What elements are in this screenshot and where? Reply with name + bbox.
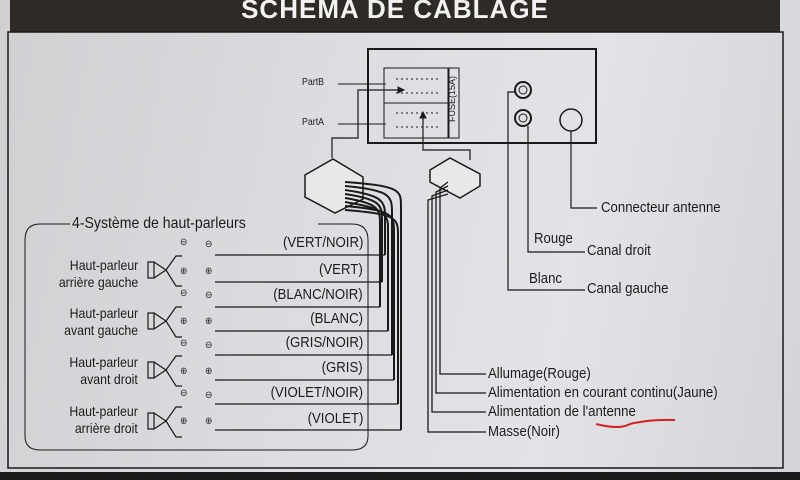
wire-label: (VERT) xyxy=(319,261,363,278)
neg-terminal-icon: ⊖ xyxy=(205,390,213,401)
power-plug xyxy=(429,157,481,199)
neg-terminal-icon: ⊖ xyxy=(180,237,188,248)
title-bar: SCHEMA DE CABLAGE xyxy=(10,0,780,32)
left-channel-label: Canal gauche xyxy=(587,280,669,297)
pos-terminal-icon: ⊕ xyxy=(205,266,213,277)
neg-terminal-icon: ⊖ xyxy=(180,338,188,349)
head-unit-box xyxy=(367,48,597,144)
pos-terminal-icon: ⊕ xyxy=(205,316,213,327)
right-channel-label: Canal droit xyxy=(587,242,651,259)
neg-terminal-icon: ⊖ xyxy=(180,388,188,399)
partb-label: PartB xyxy=(302,77,325,88)
wire-label: (GRIS) xyxy=(321,359,363,376)
speaker-group-box xyxy=(24,223,369,451)
wire-label: (VIOLET) xyxy=(307,410,363,427)
power-wire-label: Alimentation en courant continu(Jaune) xyxy=(488,384,718,401)
pos-terminal-icon: ⊕ xyxy=(180,416,188,427)
parta-label: PartA xyxy=(302,117,325,128)
wire-label: (GRIS/NOIR) xyxy=(285,334,363,351)
neg-terminal-icon: ⊖ xyxy=(180,288,188,299)
wire-label: (VERT/NOIR) xyxy=(282,234,363,251)
wire-label: (BLANC/NOIR) xyxy=(273,286,363,303)
connector-pins xyxy=(396,78,440,128)
speaker-group-title: 4-Système de haut-parleurs xyxy=(72,215,246,232)
power-wire-label: Allumage(Rouge) xyxy=(488,365,591,382)
speaker-icons xyxy=(147,255,182,438)
power-wire-label: Alimentation de l'antenne xyxy=(488,403,636,420)
frame-border xyxy=(7,31,784,469)
pos-terminal-icon: ⊕ xyxy=(180,266,188,277)
pos-terminal-icon: ⊕ xyxy=(205,416,213,427)
red-underline-annotation xyxy=(595,418,676,428)
neg-terminal-icon: ⊖ xyxy=(205,340,213,351)
fuse-label: FUSE(15A) xyxy=(447,75,457,122)
power-wire-label: Masse(Noir) xyxy=(488,423,560,440)
neg-terminal-icon: ⊖ xyxy=(205,290,213,301)
antenna-jack xyxy=(559,108,583,132)
pos-terminal-icon: ⊕ xyxy=(180,316,188,327)
neg-terminal-icon: ⊖ xyxy=(205,239,213,250)
pos-terminal-icon: ⊕ xyxy=(205,366,213,377)
wire-label: (VIOLET/NOIR) xyxy=(270,384,363,401)
rouge-label: Rouge xyxy=(534,230,573,247)
blanc-label: Blanc xyxy=(529,270,563,287)
pos-terminal-icon: ⊕ xyxy=(180,366,188,377)
antenna-connector-label: Connecteur antenne xyxy=(601,199,721,216)
rca-jack-red xyxy=(514,81,532,99)
rca-jack-white xyxy=(514,109,532,127)
wire-label: (BLANC) xyxy=(310,310,363,327)
diagram-title: SCHEMA DE CABLAGE xyxy=(241,0,549,24)
fuse-box xyxy=(448,67,460,139)
